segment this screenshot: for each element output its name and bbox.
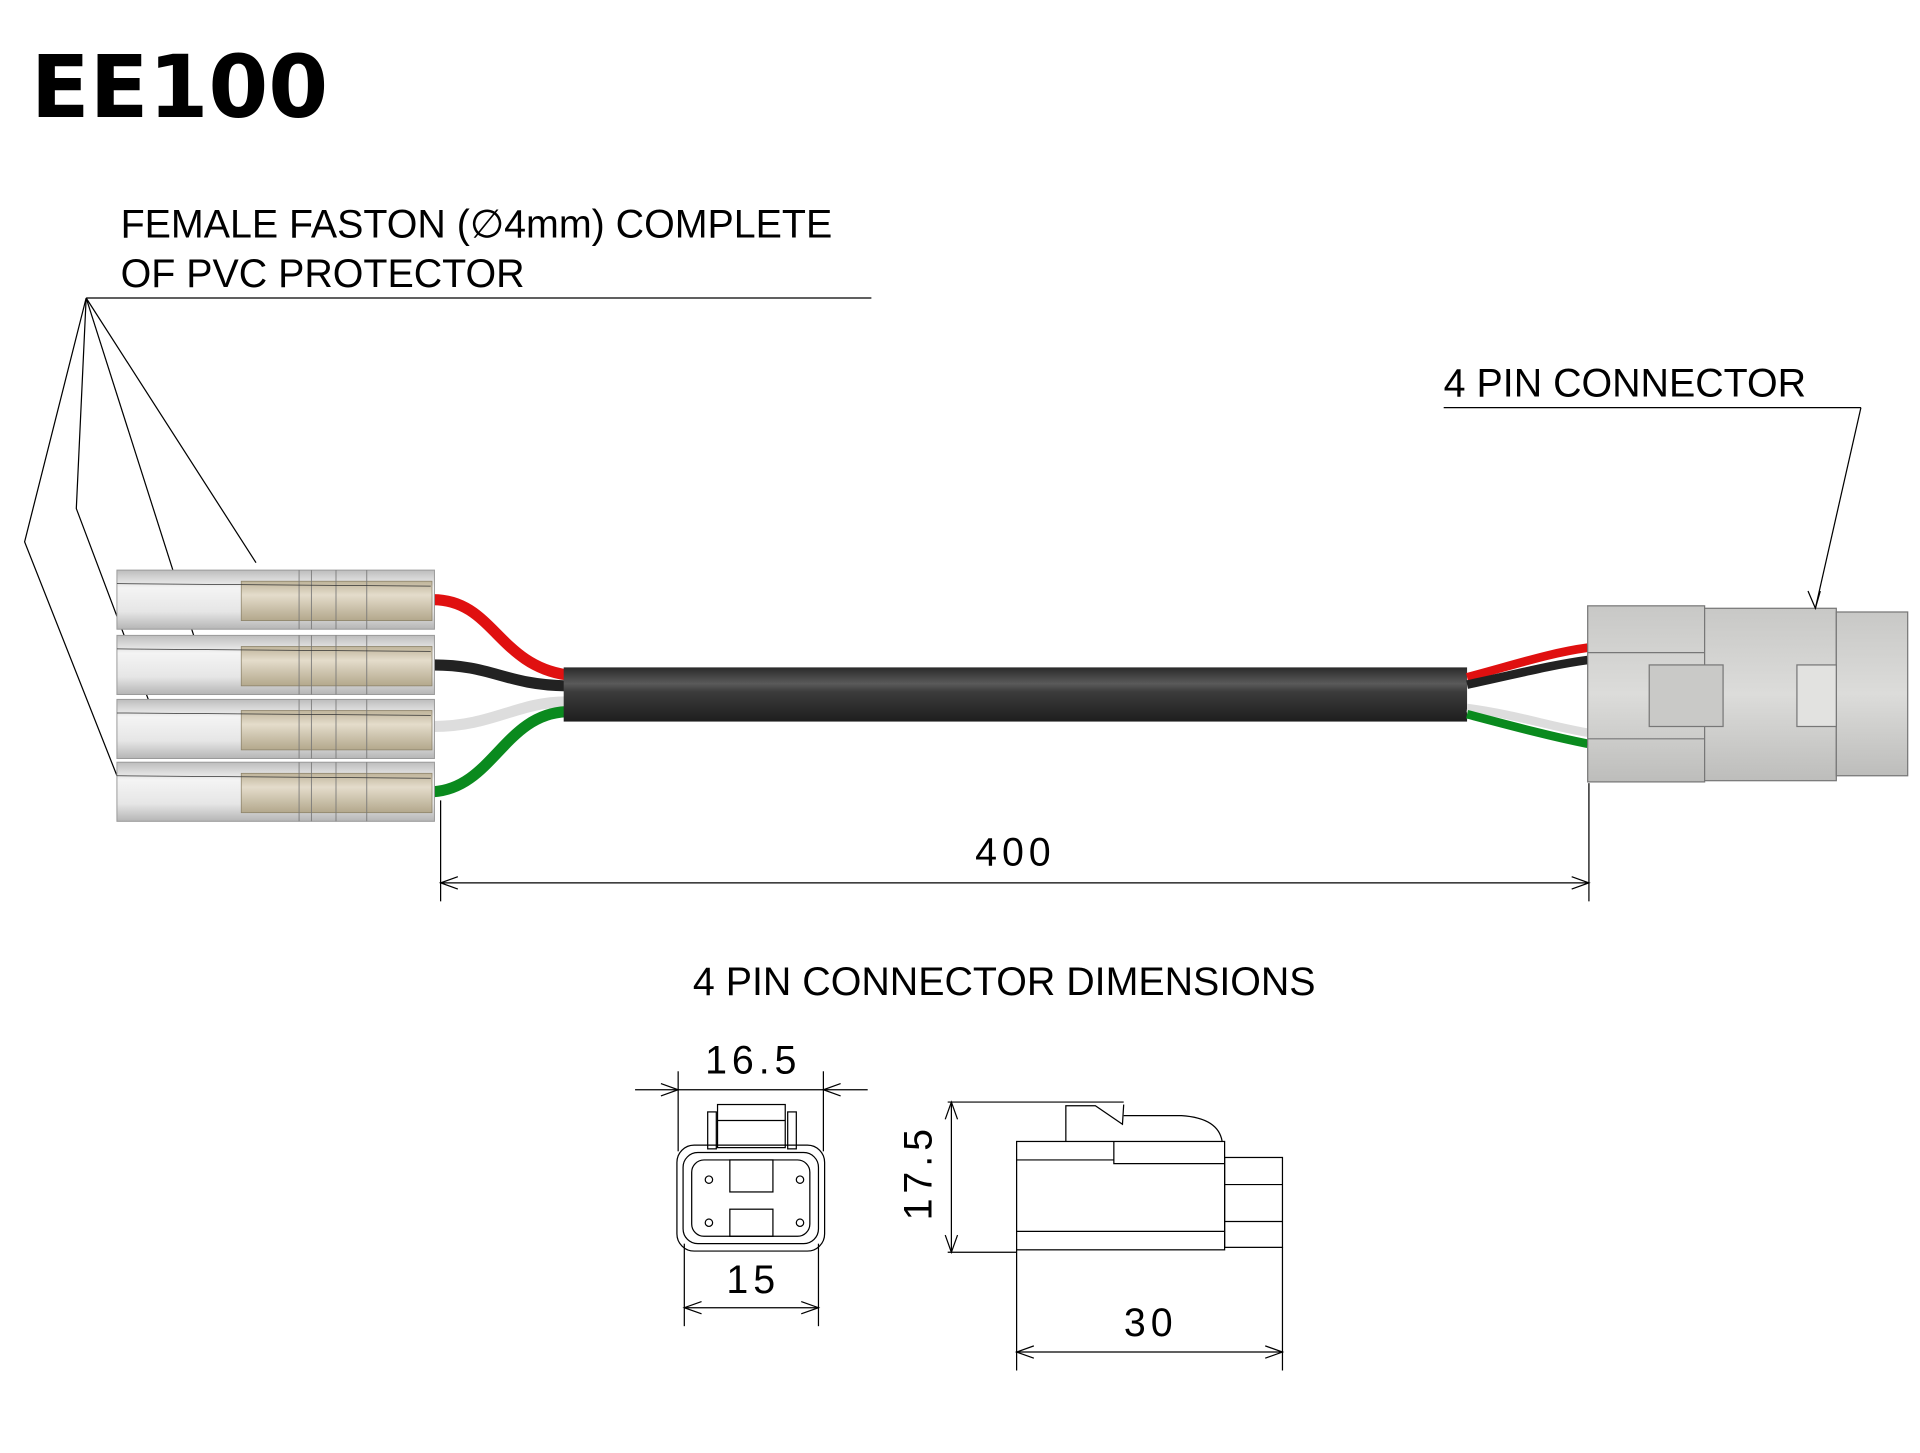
wires-left [427, 594, 572, 798]
faston-callout: FEMALE FASTON (∅4mm) COMPLETE OF PVC PRO… [23, 203, 872, 783]
faston-terminal [116, 634, 435, 695]
connector-dimensions-heading: 4 PIN CONNECTOR DIMENSIONS [693, 960, 1316, 1004]
front-width-outer-dimension: 16.5 [635, 1039, 868, 1152]
cable-sheath [563, 667, 1468, 722]
front-width-inner-dimension: 15 [682, 1243, 821, 1327]
front-width-outer-value: 16.5 [705, 1039, 801, 1083]
connector-side-view [1016, 1104, 1284, 1251]
cable-length-dimension: 400 [438, 783, 1591, 902]
faston-terminals [116, 569, 435, 822]
faston-label-line1: FEMALE FASTON (∅4mm) COMPLETE [121, 203, 833, 247]
cable-length-value: 400 [975, 831, 1055, 875]
faston-terminal [116, 569, 435, 630]
connector-front-view [676, 1103, 826, 1252]
connector-callout: 4 PIN CONNECTOR [1444, 361, 1862, 611]
faston-terminal [116, 761, 435, 822]
drawing-title: EE100 [31, 38, 328, 138]
side-length-value: 30 [1124, 1301, 1178, 1345]
side-height-value: 17.5 [897, 1124, 941, 1220]
faston-terminal [116, 698, 435, 760]
faston-label-line2: OF PVC PROTECTOR [121, 252, 525, 296]
four-pin-connector [1587, 605, 1909, 783]
wires-right [1465, 643, 1589, 748]
front-width-inner-value: 15 [726, 1258, 780, 1302]
side-length-dimension: 30 [1014, 1247, 1285, 1371]
connector-label: 4 PIN CONNECTOR [1444, 361, 1806, 405]
side-height-dimension: 17.5 [897, 1100, 1124, 1255]
